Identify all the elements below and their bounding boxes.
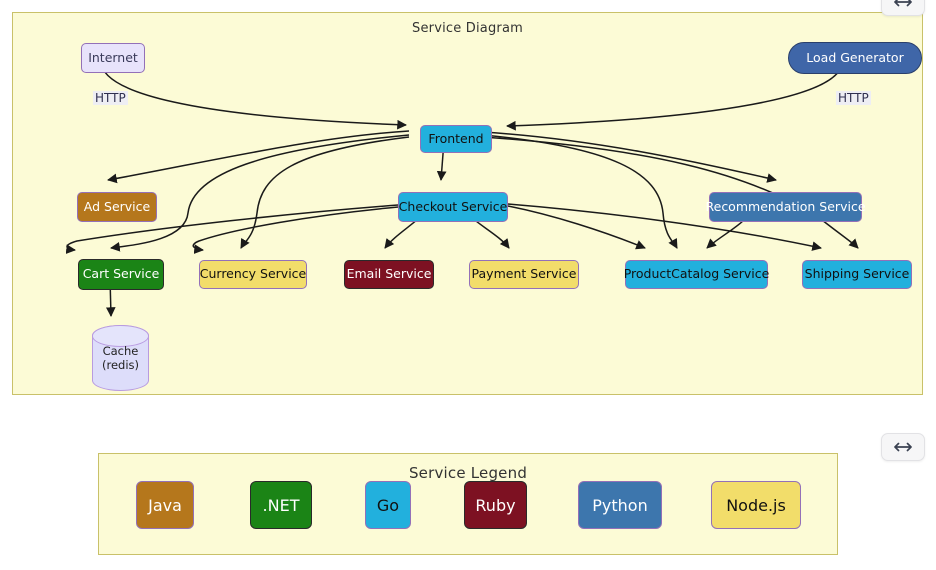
node-checkout-service[interactable]: Checkout Service [398,192,508,222]
node-recommendation-service[interactable]: Recommendation Service [706,192,866,222]
legend-title: Service Legend [408,464,528,482]
diagram-resize-handle[interactable] [881,0,925,16]
node-ad-service-label: Ad Service [83,198,151,214]
node-frontend[interactable]: Frontend [420,125,492,153]
diagram-title: Service Diagram [412,21,523,36]
datastore-cache-redis[interactable]: Cache (redis) [91,324,150,391]
datastore-cache-redis-label: Cache (redis) [102,344,139,372]
node-checkout-service-label: Checkout Service [398,198,508,214]
legend-item-java[interactable]: Java [136,481,194,529]
cache-label-line2: (redis) [101,358,139,372]
resize-horizontal-icon [894,0,912,9]
node-currency-service[interactable]: Currency Service [199,260,307,289]
legend-item-dotnet[interactable]: .NET [250,481,312,529]
node-cart-service[interactable]: Cart Service [78,259,164,290]
resize-horizontal-icon [894,440,912,454]
legend-item-java-label: Java [148,495,182,515]
edge-label-http-internet: HTTP [93,91,128,105]
node-internet[interactable]: Internet [81,43,145,73]
node-payment-service[interactable]: Payment Service [469,260,579,289]
node-productcatalog-service-label: ProductCatalog Service [623,266,770,282]
node-email-service[interactable]: Email Service [344,260,434,289]
node-frontend-label: Frontend [428,130,484,146]
legend-item-ruby-label: Ruby [475,495,516,515]
legend-item-dotnet-label: .NET [262,495,300,515]
legend-item-python-label: Python [592,495,648,515]
legend-item-go-label: Go [376,495,400,515]
node-payment-service-label: Payment Service [471,266,577,282]
node-shipping-service-label: Shipping Service [804,266,910,282]
node-load-generator[interactable]: Load Generator [788,42,922,74]
node-internet-label: Internet [88,49,138,65]
node-recommendation-service-label: Recommendation Service [705,198,866,214]
node-load-generator-label: Load Generator [806,49,904,65]
legend-item-python[interactable]: Python [578,481,662,529]
node-currency-service-label: Currency Service [199,266,307,282]
service-diagram-panel: Service Diagram [12,12,923,395]
legend-item-ruby[interactable]: Ruby [464,481,527,529]
edge-label-http-loadgen: HTTP [836,91,871,105]
node-shipping-service[interactable]: Shipping Service [802,260,912,289]
legend-item-nodejs-label: Node.js [726,495,786,515]
node-cart-service-label: Cart Service [82,266,160,282]
legend-resize-handle[interactable] [881,433,925,461]
node-productcatalog-service[interactable]: ProductCatalog Service [623,260,770,289]
legend-item-nodejs[interactable]: Node.js [711,481,801,529]
node-ad-service[interactable]: Ad Service [77,192,157,222]
node-email-service-label: Email Service [346,266,432,282]
cache-label-line1: Cache [102,344,139,358]
legend-item-go[interactable]: Go [365,481,411,529]
